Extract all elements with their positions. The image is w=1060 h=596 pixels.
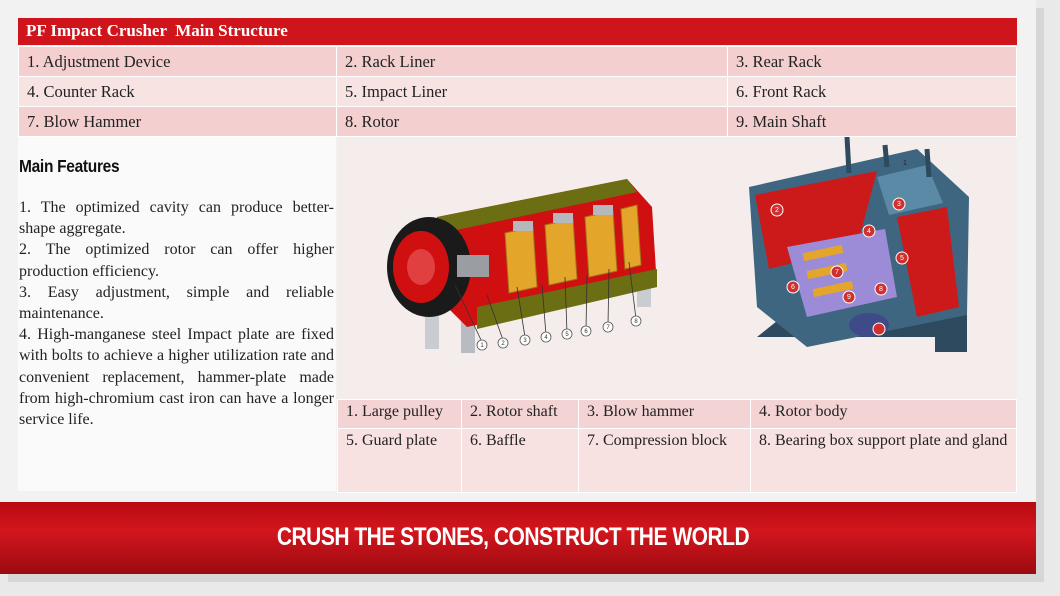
- callout-label: 3: [523, 338, 527, 344]
- callout-label: 8: [879, 286, 883, 293]
- table-cell: 7. Compression block: [578, 428, 751, 493]
- table-cell: 2. Rotor shaft: [461, 399, 579, 429]
- table-cell: 1. Large pulley: [337, 399, 462, 429]
- callout-label: 6: [791, 284, 795, 291]
- table-row: 4. Counter Rack 5. Impact Liner 6. Front…: [18, 76, 1017, 107]
- rotor-callout-lines: [454, 261, 637, 343]
- table-cell: 9. Main Shaft: [727, 106, 1017, 137]
- feature-item: 2. The optimized rotor can offer higher …: [19, 241, 334, 280]
- callout-label: 3: [897, 201, 901, 208]
- rotor-illustration: 1 2 3 4 5 6 7 8: [387, 179, 657, 353]
- callout-label: 4: [867, 228, 871, 235]
- crusher-illustration: 2 3 4 5 6 7 8 9 1: [749, 137, 969, 352]
- feature-item: 3. Easy adjustment, simple and reliable …: [19, 283, 334, 323]
- structure-parts-table: 1. Adjustment Device 2. Rack Liner 3. Re…: [18, 46, 1017, 137]
- callout-label: 5: [900, 255, 904, 262]
- table-row: 1. Adjustment Device 2. Rack Liner 3. Re…: [18, 46, 1017, 77]
- table-cell: 8. Bearing box support plate and gland: [750, 428, 1017, 493]
- features-heading: Main Features: [19, 157, 120, 177]
- rotor-parts-table: 1. Large pulley 2. Rotor shaft 3. Blow h…: [337, 399, 1017, 493]
- callout-label: 7: [835, 269, 839, 276]
- table-cell: 4. Counter Rack: [18, 76, 337, 107]
- table-cell: 2. Rack Liner: [336, 46, 728, 77]
- slogan-text: CRUSH THE STONES, CONSTRUCT THE WORLD: [276, 523, 750, 552]
- features-list: 1. The optimized cavity can produce bett…: [19, 197, 334, 430]
- table-cell: 6. Baffle: [461, 428, 579, 493]
- table-row: 5. Guard plate 6. Baffle 7. Compression …: [337, 428, 1017, 493]
- table-cell: 3. Blow hammer: [578, 399, 751, 429]
- callout-label: 2: [775, 207, 779, 214]
- page-title: PF Impact Crusher Main Structure: [18, 18, 1017, 45]
- callout-label: 6: [584, 329, 588, 335]
- table-cell: 4. Rotor body: [750, 399, 1017, 429]
- callout-label: 9: [847, 294, 851, 301]
- feature-item: 4. High-manganese steel Impact plate are…: [19, 326, 334, 429]
- table-cell: 7. Blow Hammer: [18, 106, 337, 137]
- main-features-panel: Main Features 1. The optimized cavity ca…: [18, 137, 336, 491]
- table-row: 1. Large pulley 2. Rotor shaft 3. Blow h…: [337, 399, 1017, 429]
- slogan-banner: CRUSH THE STONES, CONSTRUCT THE WORLD: [0, 502, 1036, 574]
- callout-label: 7: [606, 325, 610, 331]
- callout-label: 4: [544, 335, 548, 341]
- table-cell: 5. Impact Liner: [336, 76, 728, 107]
- callout-label: 5: [565, 332, 569, 338]
- table-cell: 5. Guard plate: [337, 428, 462, 493]
- table-cell: 6. Front Rack: [727, 76, 1017, 107]
- feature-item: 1. The optimized cavity can produce bett…: [19, 199, 334, 238]
- callout-label: 8: [634, 319, 638, 325]
- table-cell: 1. Adjustment Device: [18, 46, 337, 77]
- table-cell: 3. Rear Rack: [727, 46, 1017, 77]
- table-row: 7. Blow Hammer 8. Rotor 9. Main Shaft: [18, 106, 1017, 137]
- callout-label: 1: [903, 160, 907, 167]
- table-cell: 8. Rotor: [336, 106, 728, 137]
- callout-label: 2: [501, 341, 505, 347]
- illustration-area: 1 2 3 4 5 6 7 8: [337, 137, 1017, 399]
- callout-label: 1: [480, 343, 484, 349]
